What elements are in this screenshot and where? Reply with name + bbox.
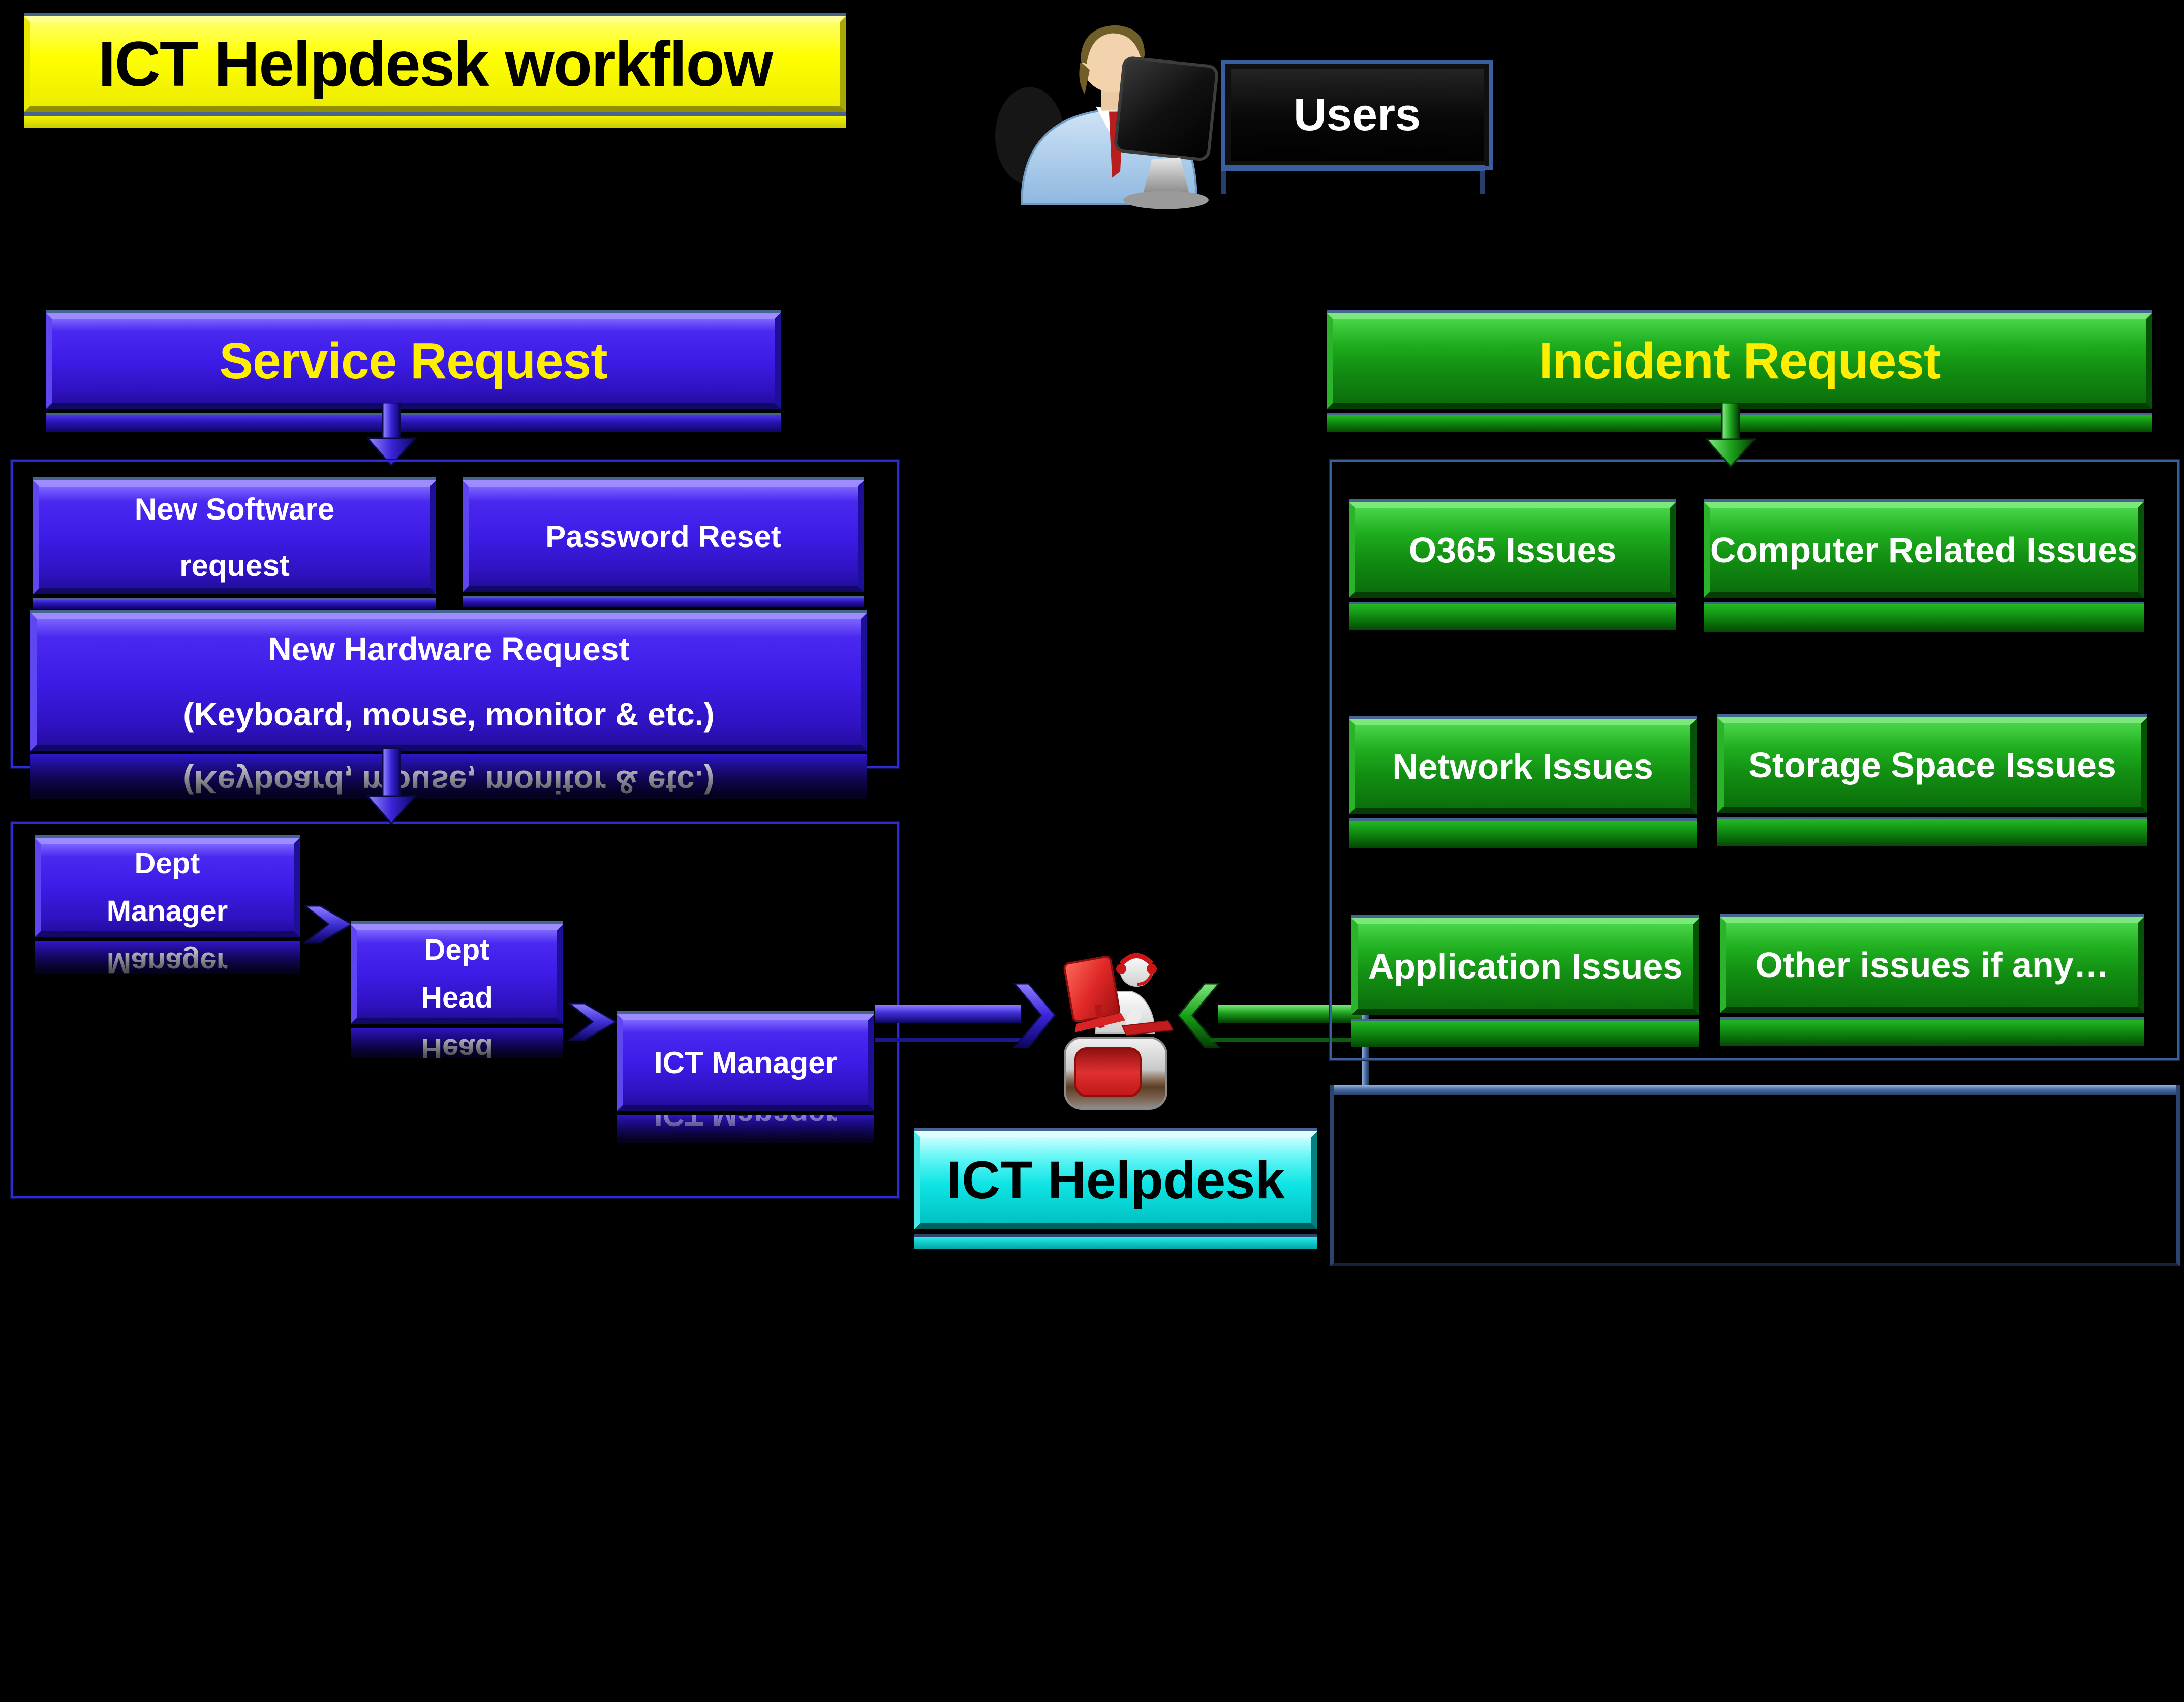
- service-header-reflection: [46, 413, 781, 432]
- storage-space-issues-reflection: [1717, 817, 2147, 846]
- ict-manager-reflection: ICT Manager: [617, 1115, 874, 1143]
- other-issues-box: Other issues if any…: [1720, 917, 2144, 1013]
- password-reset-box: Password Reset: [463, 480, 864, 592]
- new-hardware-request-box: New Hardware Request(Keyboard, mouse, mo…: [30, 613, 867, 751]
- computer-related-issues-label: Computer Related Issues: [1710, 530, 2138, 570]
- service-to-helpdesk-arrowhead-icon: [1012, 983, 1056, 1048]
- computer-related-issues-reflection: [1704, 602, 2144, 632]
- ict-manager-box: ICT Manager: [617, 1014, 874, 1111]
- new-hardware-request-label: New Hardware Request(Keyboard, mouse, mo…: [183, 631, 715, 733]
- users-reflection: [1221, 165, 1485, 171]
- reflection-fade: [617, 1115, 874, 1143]
- title-reflection: [24, 116, 846, 128]
- ict-helpdesk-box: ICT Helpdesk: [914, 1131, 1317, 1229]
- incident-to-helpdesk-arrowhead-icon: [1177, 983, 1221, 1048]
- o365-issues-label: O365 Issues: [1408, 530, 1617, 570]
- service-to-helpdesk-underline: [875, 1038, 1028, 1042]
- ict-manager-label: ICT Manager: [654, 1045, 838, 1080]
- service-approval-down-arrow-icon: [365, 748, 417, 825]
- incident-request-label: Incident Request: [1539, 332, 1941, 389]
- incident-down-arrow-icon: [1705, 403, 1757, 468]
- user-at-computer-icon: [995, 25, 1218, 209]
- reflection-fade: [30, 754, 867, 799]
- incident-routing-panel: [1330, 1085, 2180, 1266]
- ict-helpdesk-reflection: [914, 1234, 1317, 1249]
- incident-routing-panel-top-edge: [1334, 1085, 2176, 1095]
- network-issues-reflection: [1349, 818, 1697, 848]
- page-title: ICT Helpdesk workflow: [98, 28, 773, 100]
- service-down-arrow-icon: [365, 403, 417, 467]
- support-agent-desk-icon: [1063, 953, 1174, 1110]
- incident-request-header: Incident Request: [1327, 313, 2152, 409]
- reflection-fade: [35, 941, 300, 974]
- service-request-label: Service Request: [219, 332, 607, 389]
- service-request-header: Service Request: [46, 313, 781, 409]
- service-to-helpdesk-line: [875, 1005, 1021, 1023]
- storage-space-issues-box: Storage Space Issues: [1717, 717, 2147, 813]
- reflection-fade: [351, 1028, 563, 1058]
- title-divider-line: [24, 112, 846, 116]
- dept-head-to-ict-manager-arrow-icon: [567, 1002, 618, 1041]
- title-box: ICT Helpdesk workflow: [24, 16, 846, 112]
- password-reset-label: Password Reset: [545, 519, 781, 554]
- users-left-stub-line: [1221, 171, 1226, 194]
- ict-helpdesk-label: ICT Helpdesk: [946, 1150, 1285, 1210]
- network-issues-box: Network Issues: [1349, 719, 1697, 814]
- computer-related-issues-box: Computer Related Issues: [1704, 502, 2144, 598]
- new-hardware-reflection: (Keyboard, mouse, monitor & etc.): [30, 754, 867, 799]
- network-issues-label: Network Issues: [1392, 747, 1653, 786]
- incident-items-container: [1330, 460, 2179, 1060]
- users-label: Users: [1293, 89, 1421, 140]
- incident-to-helpdesk-underline: [1210, 1038, 1362, 1042]
- users-box: Users: [1221, 60, 1493, 170]
- dept-manager-to-head-arrow-icon: [302, 905, 353, 944]
- o365-issues-box: O365 Issues: [1349, 502, 1676, 598]
- application-issues-box: Application Issues: [1351, 918, 1699, 1015]
- dept-head-reflection: Head: [351, 1028, 563, 1058]
- o365-issues-reflection: [1349, 602, 1676, 630]
- other-issues-label: Other issues if any…: [1755, 945, 2109, 985]
- password-reset-reflection: [463, 596, 864, 607]
- application-issues-label: Application Issues: [1368, 947, 1683, 986]
- dept-manager-reflection: Manager: [35, 941, 300, 974]
- users-right-stub-line: [1480, 171, 1485, 194]
- application-issues-reflection: [1351, 1019, 1699, 1047]
- other-issues-reflection: [1720, 1017, 2144, 1046]
- storage-space-issues-label: Storage Space Issues: [1748, 745, 2116, 785]
- new-software-reflection: [33, 598, 436, 609]
- incident-to-helpdesk-line: [1218, 1005, 1366, 1023]
